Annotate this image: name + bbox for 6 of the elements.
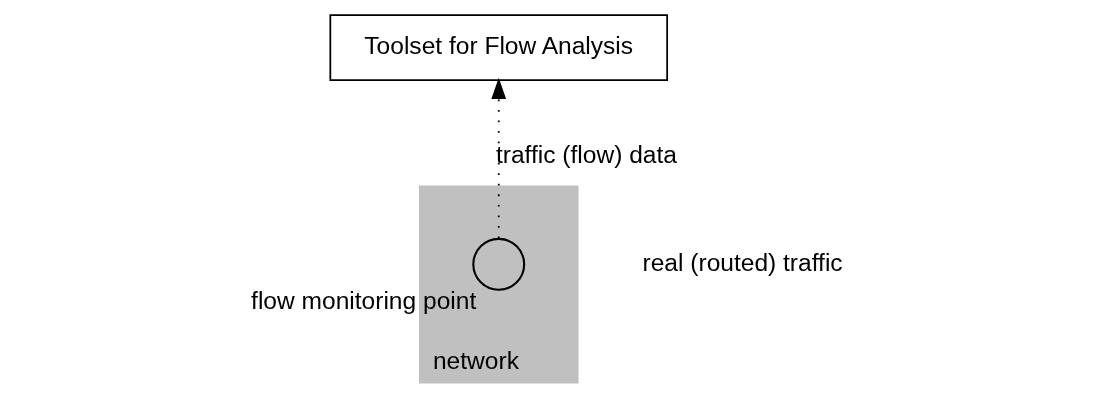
edge-label: traffic (flow) data bbox=[495, 140, 677, 168]
label: real (routed) traffic bbox=[642, 248, 843, 276]
node-box: Toolset for Flow Analysis bbox=[329, 14, 669, 81]
arrow bbox=[491, 77, 507, 239]
node-label: flow monitoring point bbox=[251, 287, 477, 315]
node-circle bbox=[472, 237, 526, 291]
